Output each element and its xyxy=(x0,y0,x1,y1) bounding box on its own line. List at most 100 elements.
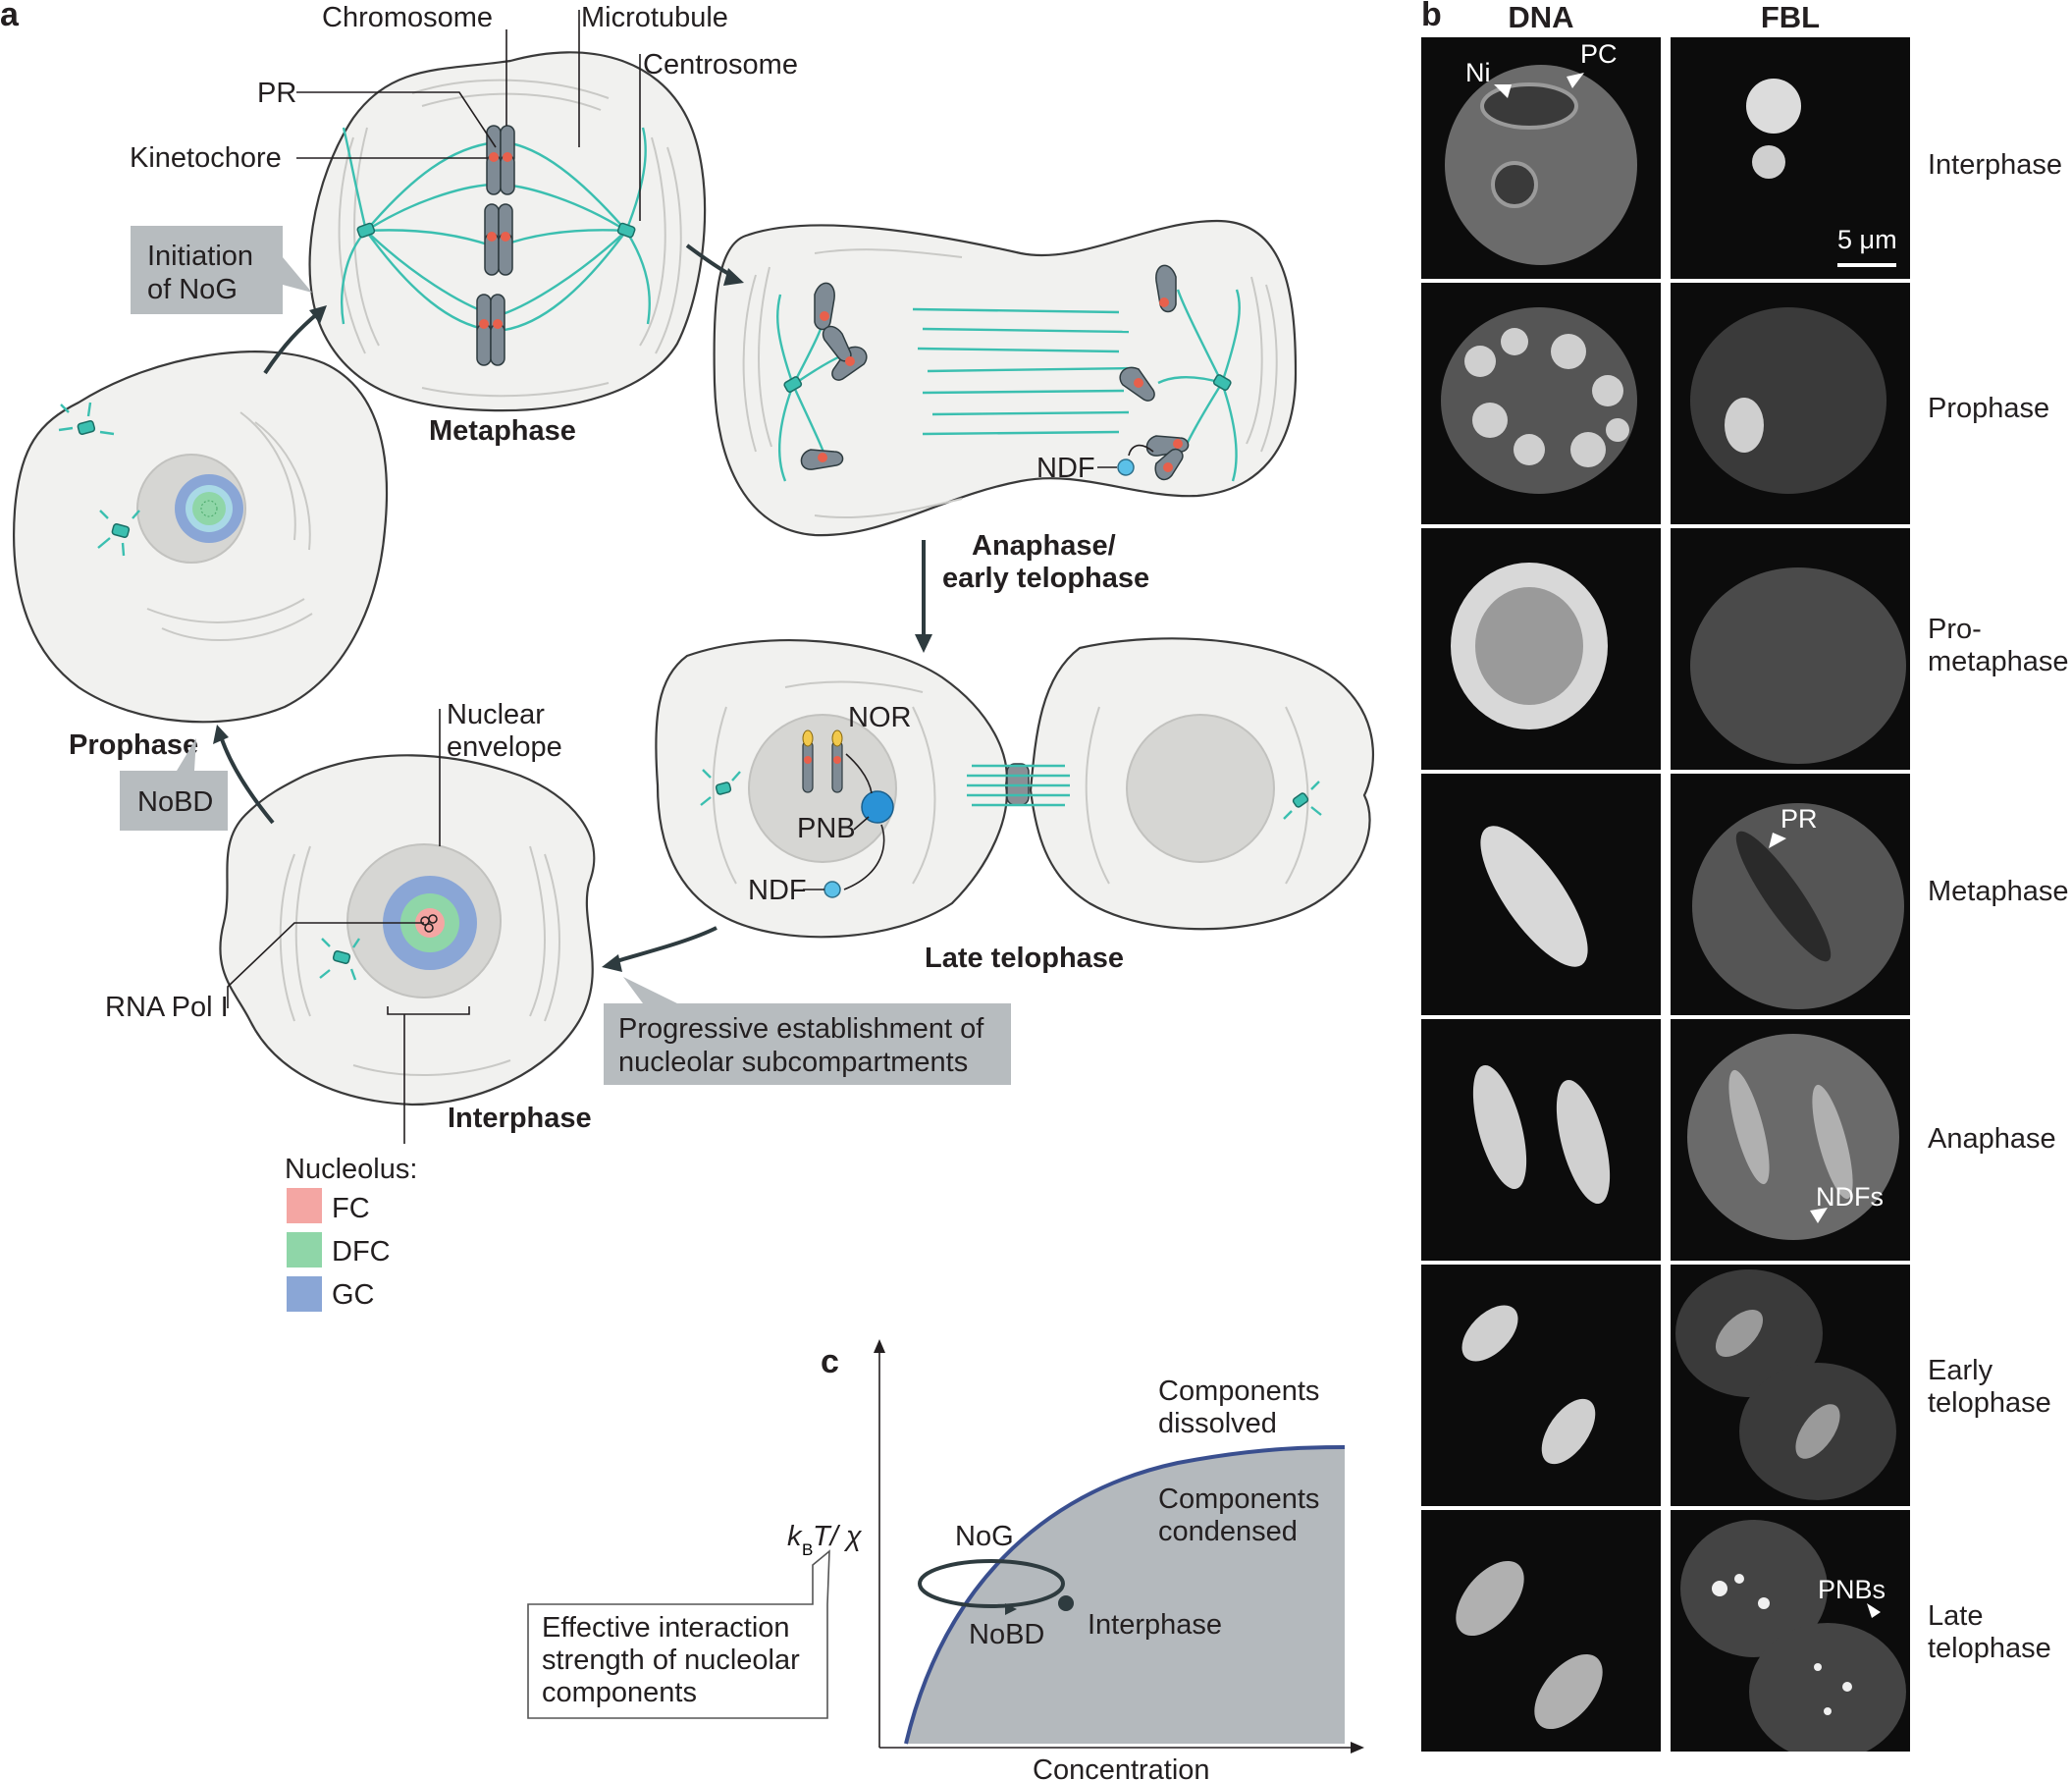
svg-text:of NoG: of NoG xyxy=(147,274,238,305)
ndf-icon xyxy=(823,881,841,898)
callout-progressive-establishment: Progressive establishment of nucleolar s… xyxy=(604,977,1011,1085)
column-header-dna: DNA xyxy=(1508,0,1574,34)
nucleolus-legend: Nucleolus: FC DFC GC xyxy=(285,1154,417,1312)
nucleolar-cycle xyxy=(918,1559,1065,1608)
metaphase-cell: Chromosome Microtubule Centrosome PR Kin… xyxy=(130,2,798,447)
mark-ni: Ni xyxy=(1465,58,1491,87)
stage-label-late-telophase: Late telophase xyxy=(925,943,1124,974)
svg-text:Initiation: Initiation xyxy=(147,241,253,272)
panel-b-micrographs: b DNA FBL Ni PC 5 μm Interphase Prophase… xyxy=(1413,0,2072,1780)
stage-label-row-7: Late telophase xyxy=(1928,1600,2051,1664)
micrograph-dna-metaphase xyxy=(1421,774,1661,1015)
legend-label-gc: GC xyxy=(332,1279,375,1311)
micrograph-fbl-anaphase: NDFs xyxy=(1671,1019,1910,1261)
panel-a-diagram: a xyxy=(0,0,1374,1780)
micrograph-dna-prometaphase xyxy=(1421,528,1661,770)
legend-swatch-dfc xyxy=(287,1232,322,1268)
stage-label-anaphase-1: Anaphase/ xyxy=(972,530,1116,562)
stage-label-metaphase: Metaphase xyxy=(429,415,576,447)
pnb-icon xyxy=(861,790,894,824)
xlabel: Concentration xyxy=(1033,1754,1210,1780)
ndf-icon xyxy=(1117,458,1135,476)
label-nuclear-envelope-2: envelope xyxy=(447,731,562,763)
stage-label-row-3: Pro- metaphase xyxy=(1928,614,2069,677)
callout-initiation-of-nog: Initiation of NoG xyxy=(131,226,312,314)
panel-c-letter: c xyxy=(821,1343,839,1380)
label-rna-pol-i: RNA Pol I xyxy=(105,992,229,1023)
interphase-cell: Nuclear envelope RNA Pol I Interphase xyxy=(105,699,596,1144)
scale-bar xyxy=(1837,263,1896,267)
legend-swatch-gc xyxy=(287,1276,322,1312)
centrosome-icon xyxy=(715,782,732,795)
callout-line-2: strength of nucleolar xyxy=(542,1645,800,1676)
svg-text:nucleolar subcompartments: nucleolar subcompartments xyxy=(618,1047,968,1078)
panel-a-letter: a xyxy=(0,0,20,33)
centrosome-icon xyxy=(1292,792,1309,808)
column-header-fbl: FBL xyxy=(1760,0,1821,34)
callout-line-1: Effective interaction xyxy=(542,1612,790,1644)
stage-label-prophase: Prophase xyxy=(69,729,198,761)
label-nuclear-envelope-1: Nuclear xyxy=(447,699,545,730)
stage-label-row-1: Interphase xyxy=(1928,149,2063,181)
anaphase-cell: NDF Anaphase/ early telophase xyxy=(713,219,1298,594)
callout-nobd: NoBD xyxy=(120,738,228,831)
stage-label-interphase: Interphase xyxy=(448,1103,592,1134)
centrosome-icon xyxy=(332,950,351,964)
mark-pr: PR xyxy=(1780,804,1818,834)
stage-label-anaphase-2: early telophase xyxy=(942,563,1149,594)
label-ndf-telophase: NDF xyxy=(748,875,807,906)
mark-ndfs: NDFs xyxy=(1816,1182,1884,1212)
svg-text:NoBD: NoBD xyxy=(137,786,213,818)
legend-label-dfc: DFC xyxy=(332,1236,391,1268)
label-nobd-c: NoBD xyxy=(969,1619,1044,1650)
mark-pc: PC xyxy=(1580,39,1618,69)
label-kinetochore: Kinetochore xyxy=(130,142,282,174)
micrograph-dna-anaphase xyxy=(1421,1019,1661,1261)
scale-bar-label: 5 μm xyxy=(1837,225,1897,254)
label-ndf-anaphase: NDF xyxy=(1036,453,1095,484)
panel-c-phase-diagram: c Concentration k B T/ χ Components diss… xyxy=(527,1339,1364,1780)
metaphase-chromosomes xyxy=(476,125,515,366)
label-dissolved-2: dissolved xyxy=(1158,1408,1277,1439)
condensed-region xyxy=(906,1447,1345,1744)
micrograph-dna-prophase xyxy=(1421,283,1661,524)
svg-text:B: B xyxy=(802,1540,813,1559)
interphase-fc xyxy=(415,908,445,938)
label-nor: NOR xyxy=(848,702,911,733)
legend-label-fc: FC xyxy=(332,1193,370,1224)
ylabel: k B T/ χ xyxy=(787,1521,863,1559)
centrosome-icon xyxy=(77,420,96,435)
centrosome-icon xyxy=(783,376,803,393)
legend-swatch-fc xyxy=(287,1188,322,1223)
prophase-cell: Prophase xyxy=(13,351,389,761)
callout-box xyxy=(527,1549,830,1719)
label-microtubule: Microtubule xyxy=(581,2,728,33)
stage-label-row-2: Prophase xyxy=(1928,393,2050,424)
micrograph-dna-interphase: Ni PC xyxy=(1421,37,1661,279)
svg-text:Progressive establishment of: Progressive establishment of xyxy=(618,1013,984,1045)
centrosome-right-icon xyxy=(616,222,636,239)
mark-pnbs: PNBs xyxy=(1818,1575,1886,1604)
stage-label-row-4: Metaphase xyxy=(1928,876,2069,907)
legend-title: Nucleolus: xyxy=(285,1154,417,1185)
stage-label-row-6: Early telophase xyxy=(1928,1355,2051,1419)
svg-text:k: k xyxy=(787,1521,803,1552)
label-condensed-2: condensed xyxy=(1158,1516,1298,1547)
micrograph-fbl-prometaphase xyxy=(1671,528,1910,770)
micrograph-fbl-late-telophase: PNBs xyxy=(1671,1510,1910,1752)
phase-boundary xyxy=(904,1445,1346,1745)
micrograph-fbl-metaphase: PR xyxy=(1671,774,1910,1015)
label-condensed-1: Components xyxy=(1158,1483,1319,1515)
centrosome-left-icon xyxy=(356,222,376,239)
label-centrosome: Centrosome xyxy=(643,49,798,81)
panel-b-letter: b xyxy=(1421,0,1442,33)
micrograph-fbl-early-telophase xyxy=(1671,1265,1910,1506)
centrosome-icon xyxy=(1212,374,1232,391)
panel-b-letter-wrap: b xyxy=(1421,0,1442,33)
micrograph-dna-late-telophase xyxy=(1421,1510,1661,1752)
centrosome-icon xyxy=(111,523,131,538)
callout-line-3: components xyxy=(542,1677,697,1708)
cycle-arrows xyxy=(213,243,932,972)
anaphase-spindle xyxy=(776,289,1241,482)
